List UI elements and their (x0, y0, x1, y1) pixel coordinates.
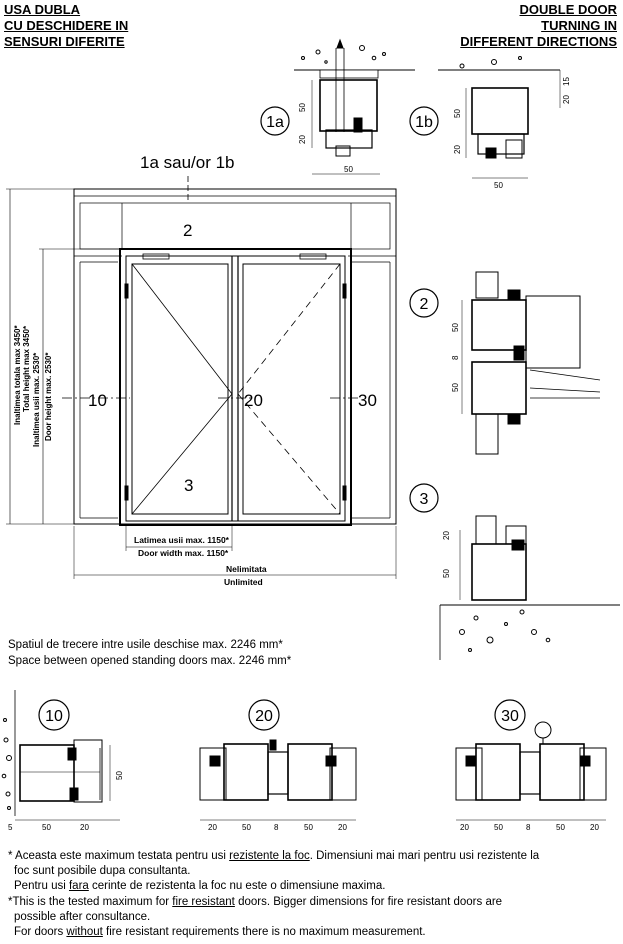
dim-3-50: 50 (442, 569, 451, 578)
dim-20-8: 8 (274, 823, 279, 832)
detail-30 (455, 721, 607, 821)
footnote-en-3-pre: For doors (14, 926, 67, 938)
marker-10-elevation: 10 (88, 391, 107, 410)
title-english: DOUBLE DOOR TURNING IN DIFFERENT DIRECTI… (460, 2, 617, 50)
marker-1a: 1a (266, 114, 284, 131)
dim-2-8: 8 (451, 355, 460, 360)
dim-30-20-right: 20 (590, 823, 599, 832)
door-width-ro: Latimea usii max. 1150* (134, 535, 230, 545)
dim-1b-15: 15 (562, 77, 571, 86)
dim-2-50-top: 50 (451, 323, 460, 332)
footnote-ro-3-underline: fara (68, 880, 89, 892)
footnote-ro-2: foc sunt posibile dupa consultanta. (14, 865, 191, 877)
detail-20 (199, 739, 357, 821)
right-leaf (242, 263, 341, 515)
footnote-en-3: For doors without fire resistant require… (14, 925, 426, 940)
title-en-line-2: TURNING IN (541, 18, 617, 33)
door-frame (119, 248, 352, 526)
marker-2-elevation: 2 (183, 221, 192, 240)
dim-30-20-left: 20 (460, 823, 469, 832)
marker-1b-bubble (409, 106, 439, 136)
detail-3 (439, 515, 620, 660)
footnote-en-3-underline: without (66, 926, 103, 938)
door-width-en: Door width max. 1150* (138, 548, 229, 558)
dim-20-20-left: 20 (208, 823, 217, 832)
marker-1b: 1b (415, 114, 433, 131)
detail-1b (438, 56, 561, 179)
door-elevation (6, 176, 397, 579)
dim-20-20-right: 20 (338, 823, 347, 832)
footnote-ro-3-post: cerinte de rezistenta la foc nu este o d… (88, 880, 386, 892)
dim-10-50-v: 50 (115, 771, 124, 780)
dim-1a-20-v: 20 (298, 135, 307, 144)
footnote-en-1-underline: fire resistant (172, 896, 235, 908)
marker-1a-bubble (260, 106, 290, 136)
unlimited-ro: Nelimitata (226, 564, 267, 574)
marker-30-bubble (494, 699, 526, 731)
detail-1a (294, 38, 415, 175)
dim-20-50-right: 50 (304, 823, 313, 832)
title-ro-line-3: SENSURI DIFERITE (4, 34, 125, 49)
footnote-en-2: possible after consultance. (14, 911, 151, 923)
dim-30-50-left: 50 (494, 823, 503, 832)
footnote-en-1: *This is the tested maximum for fire res… (8, 895, 502, 910)
marker-2-bubble (409, 288, 439, 318)
footnote-ro-1-pre: * Aceasta este maximum testata pentru us… (8, 850, 230, 862)
footnote-ro-1: * Aceasta este maximum testata pentru us… (8, 849, 539, 864)
dim-1a-50-h: 50 (344, 165, 353, 174)
footnote-en-3-post: fire resistant requirements there is no … (102, 926, 426, 938)
marker-3: 3 (420, 491, 429, 508)
dim-1a-50-v: 50 (298, 103, 307, 112)
dim-2-50-bottom: 50 (451, 383, 460, 392)
passage-ro: Spatiul de trecere intre usile deschise … (8, 639, 283, 651)
dim-30-8: 8 (526, 823, 531, 832)
dim-20-50-left: 50 (242, 823, 251, 832)
title-romanian: USA DUBLA CU DESCHIDERE IN SENSURI DIFER… (4, 2, 128, 50)
marker-10-bubble (38, 699, 70, 731)
marker-20-bubble (248, 699, 280, 731)
marker-20: 20 (255, 708, 273, 725)
footnote-ro-3: Pentru usi fara cerinte de rezistenta la… (14, 879, 385, 894)
dim-10-20: 20 (80, 823, 89, 832)
dim-1b-20-top: 20 (562, 95, 571, 104)
marker-30: 30 (501, 708, 519, 725)
marker-2: 2 (420, 296, 429, 313)
detail-10 (1, 690, 120, 821)
detail-2 (461, 271, 601, 455)
total-height-ro: Inaltimea totala max 3450* (13, 325, 22, 425)
marker-30-elevation: 30 (358, 391, 377, 410)
unlimited-en: Unlimited (224, 577, 263, 587)
title-ro-line-2: CU DESCHIDERE IN (4, 18, 129, 33)
marker-20-elevation: 20 (244, 391, 263, 410)
dim-1b-50-h: 50 (494, 181, 503, 190)
dim-3-20: 20 (442, 531, 451, 540)
marker-1a-1b: 1a sau/or 1b (140, 153, 235, 172)
dim-30-50-right: 50 (556, 823, 565, 832)
marker-10: 10 (45, 708, 63, 725)
title-ro-line-1: USA DUBLA (4, 2, 81, 17)
passage-en: Space between opened standing doors max.… (8, 655, 292, 667)
dim-10-50-h: 50 (42, 823, 51, 832)
footnote-ro-1-post: . Dimensiuni mai mari pentru usi reziste… (309, 850, 540, 862)
footnote-ro-1-underline: rezistente la foc (229, 850, 310, 862)
marker-3-elevation: 3 (184, 476, 193, 495)
left-leaf (131, 263, 229, 515)
dim-10-5: 5 (8, 823, 13, 832)
footnote-ro-3-pre: Pentru usi (14, 880, 69, 892)
dim-1b-50-v: 50 (453, 109, 462, 118)
footnote-en-1-post: doors. Bigger dimensions for fire resist… (234, 896, 503, 908)
door-height-ro: Inaltimea usii max. 2530* (32, 352, 41, 447)
title-en-line-1: DOUBLE DOOR (519, 2, 618, 17)
marker-3-bubble (409, 483, 439, 513)
door-height-en: Door height max. 2530* (44, 352, 53, 441)
dim-1b-20-v: 20 (453, 145, 462, 154)
footnote-en-1-pre: *This is the tested maximum for (8, 896, 173, 908)
total-height-en: Total height max 3450* (22, 325, 31, 412)
title-en-line-3: DIFFERENT DIRECTIONS (460, 34, 617, 49)
